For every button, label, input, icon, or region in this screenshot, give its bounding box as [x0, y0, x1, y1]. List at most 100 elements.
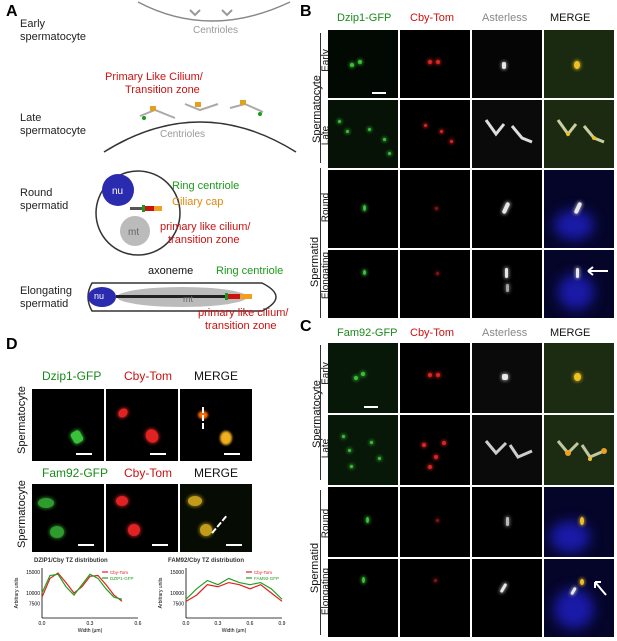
c-header-asterless: Asterless [482, 327, 528, 339]
b-late-gfp [328, 100, 398, 168]
elongating-ring-centriole-label: Ring centriole [216, 265, 284, 277]
b-early-cby [400, 30, 470, 98]
c-late-asterless [472, 415, 542, 485]
d1-row-label: Spermatocyte [16, 386, 28, 454]
d2-gfp [32, 484, 104, 552]
stage-late-spermatocyte: Late spermatocyte [20, 112, 87, 137]
x-tick-label: 0.9 [279, 621, 286, 627]
b-elongating-merge [544, 250, 614, 318]
early-centrioles-label: Centrioles [193, 25, 239, 36]
elongating-mt-label: mt [183, 294, 193, 304]
b-elongating-gfp [328, 250, 398, 318]
round-nu-label: nu [112, 186, 124, 197]
c-header-merge: MERGE [550, 327, 591, 339]
x-axis-label: Width (μm) [78, 628, 103, 634]
stage-early-spermatocyte: Early spermatocyte [20, 18, 87, 43]
b-early-merge [544, 30, 614, 98]
b-round-cby [400, 170, 470, 248]
x-axis-label: Width (μm) [222, 628, 247, 634]
c-round-asterless [472, 487, 542, 557]
b-arrow-icon [587, 266, 608, 276]
elongating-spermatid-diagram [87, 282, 277, 312]
d1-cby [106, 389, 178, 461]
d2-merge [180, 484, 252, 552]
b-early-asterless [472, 30, 542, 98]
d1-header-cby: Cby-Tom [124, 369, 173, 383]
d1-gfp [32, 389, 104, 461]
legend-label: DZIP1-GFP [110, 576, 134, 581]
b-round-asterless [472, 170, 542, 248]
legend-label: Cby-Tom [254, 570, 272, 575]
y-axis-label: Arbitrary units [158, 577, 164, 608]
elongating-nu-label: nu [94, 291, 105, 301]
stage-elongating-spermatid: Elongating spermatid [20, 285, 72, 310]
b-early-gfp [328, 30, 398, 98]
b-elongating-asterless [472, 250, 542, 318]
b-late-asterless [472, 100, 542, 168]
plc-tz-label-1: Primary Like Cilium/ [105, 71, 203, 83]
y-tick-label: 10000 [170, 591, 184, 597]
x-tick-label: 0.3 [215, 621, 222, 627]
b-round-merge [544, 170, 614, 248]
b-late-merge [544, 100, 614, 168]
d2-header-merge: MERGE [194, 466, 239, 480]
legend-label: Cby-Tom [110, 570, 128, 575]
plc-tz-label-2: Transition zone [125, 84, 200, 96]
x-tick-label: 0.6 [135, 621, 142, 627]
legend-label: FAM92-GFP [254, 576, 279, 581]
c-late-merge [544, 415, 614, 485]
panel-label-d: D [6, 336, 18, 353]
c-header-cby: Cby-Tom [410, 327, 455, 339]
c-elongating-asterless [472, 559, 542, 637]
x-tick-label: 0.6 [247, 621, 254, 627]
c-elongating-gfp [328, 559, 398, 637]
c-late-gfp [328, 415, 398, 485]
round-plc-label-2: transition zone [168, 234, 240, 246]
panel-label-c: C [300, 318, 312, 335]
early-spermatocyte-diagram [137, 1, 291, 22]
x-tick-label: 0.0 [39, 621, 46, 627]
b-elongating-cby [400, 250, 470, 318]
c-arrow-icon [594, 581, 607, 596]
round-mt-label: mt [128, 227, 140, 238]
c-early-gfp [328, 343, 398, 413]
series-line-1 [185, 577, 283, 600]
b-header-cby: Cby-Tom [410, 12, 455, 24]
panel-label-b: B [300, 3, 312, 20]
x-tick-label: 0.0 [183, 621, 190, 627]
chart2-title: FAM92/Cby TZ distribution [168, 558, 244, 564]
b-header-gfp: Dzip1-GFP [337, 12, 392, 24]
c-round-cby [400, 487, 470, 557]
panel-label-a: A [6, 3, 18, 20]
ciliary-cap-label: Ciliary cap [172, 196, 224, 208]
b-header-merge: MERGE [550, 12, 591, 24]
d2-cby [106, 484, 178, 552]
y-axis-label: Arbitrary units [14, 577, 20, 608]
d1-header-merge: MERGE [194, 369, 239, 383]
elongating-plc-label-2: transition zone [205, 320, 277, 332]
stage-round-spermatid: Round spermatid [20, 187, 69, 212]
y-tick-label: 15000 [170, 570, 184, 576]
c-early-asterless [472, 343, 542, 413]
x-tick-label: 0.3 [87, 621, 94, 627]
y-tick-label: 15000 [26, 570, 40, 576]
c-round-merge [544, 487, 614, 557]
c-early-merge [544, 343, 614, 413]
c-elongating-merge [544, 559, 614, 637]
c-header-gfp: Fam92-GFP [337, 327, 398, 339]
b-late-cby [400, 100, 470, 168]
b-header-asterless: Asterless [482, 12, 528, 24]
d1-merge [180, 389, 252, 461]
chart1-title: DZIP1/Cby TZ distribution [34, 558, 108, 564]
y-tick-label: 7500 [173, 601, 184, 607]
d1-header-gfp: Dzip1-GFP [42, 369, 102, 383]
d2-row-label: Spermatocyte [16, 480, 28, 548]
c-elongating-cby [400, 559, 470, 637]
late-centrioles-label: Centrioles [160, 129, 206, 140]
d2-header-gfp: Fam92-GFP [42, 466, 109, 480]
c-late-cby [400, 415, 470, 485]
round-plc-label-1: primary like cilium/ [160, 221, 251, 233]
elongating-plc-label-1: primary like cilium/ [198, 307, 289, 319]
